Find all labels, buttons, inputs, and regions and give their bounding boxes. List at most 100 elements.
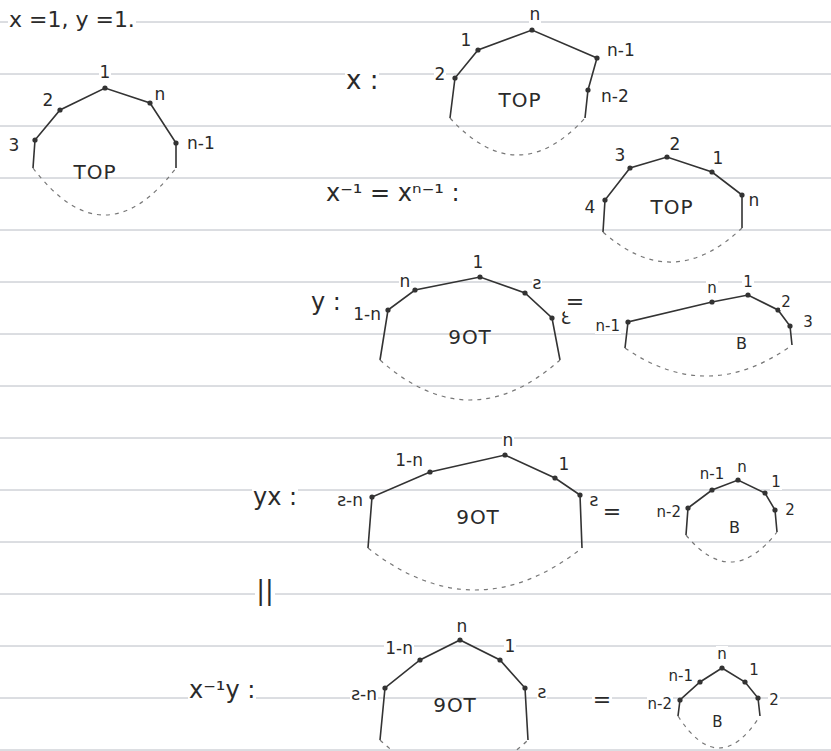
polygon-figure [380,274,560,400]
polygon-edge [603,157,742,232]
vertex-label: 1-n [384,639,414,658]
ruled-line [0,646,831,647]
vertex-dot [697,679,702,684]
vertex-label: 2 [42,91,55,110]
vertex-label: 3 [8,136,21,155]
vertex-dot [502,452,507,457]
vertex-label: ƨ-n [336,491,364,510]
vertex-label: 1 [472,253,485,272]
vertex-label: n-1 [668,668,694,685]
vertex-label: n [154,85,167,104]
math-expression: y : [310,289,342,315]
ruled-line [0,698,831,699]
vertex-dot [173,140,178,145]
vertex-label: 1 [460,31,473,50]
vertex-dot [457,637,462,642]
vertex-dot [627,165,632,170]
polygon-figure [625,292,793,376]
hidden-edge [368,548,582,590]
vertex-dot [742,679,747,684]
vertex-label: 3 [614,146,627,165]
vertex-dot [735,477,740,482]
vertex-label: n-1 [186,134,216,153]
ruled-line [0,74,831,75]
hidden-edge [450,118,585,155]
vertex-label: 1 [504,637,517,656]
hidden-edge [380,740,528,751]
polygon-figure [380,637,528,751]
hidden-edge [625,345,792,376]
hidden-edge [603,228,742,262]
vertex-label: n [706,280,718,297]
face-label: TOP [650,196,693,218]
polygon-face: TOP [646,194,697,220]
math-expression: = [602,500,622,524]
vertex-label: 2 [784,502,796,519]
vertex-dot [475,47,480,52]
vertex-dot [739,192,744,197]
face-label: B [712,714,723,731]
vertex-dot [772,507,777,512]
vertex-label: ƨ-n [350,685,378,704]
vertex-dot [529,27,534,32]
polygon-figure [32,85,178,215]
vertex-dot [147,100,152,105]
face-label: 9OT [448,326,492,348]
vertex-label: n [456,617,469,636]
polygon-edge [625,295,792,348]
polygon-face: 9OT [429,692,481,718]
ruled-line [0,542,831,543]
vertex-dot [625,319,630,324]
ruled-line [0,178,831,179]
math-expression: x⁻¹y : [188,677,256,703]
vertex-dot [755,695,760,700]
vertex-dot [719,665,724,670]
polygon-face: B [732,333,752,355]
ruled-line [0,750,831,751]
vertex-label: n-2 [647,696,673,713]
vertex-dot [549,315,554,320]
polygon-face: B [708,712,727,733]
vertex-dot [677,697,682,702]
ruled-line [0,230,831,231]
vertex-dot [385,307,390,312]
ruled-line [0,490,831,491]
vertex-dot [369,494,374,499]
polygon-face: 9OT [452,504,504,530]
vertex-dot [709,169,714,174]
face-label: 9OT [456,506,500,528]
vertex-label: n [399,272,412,291]
vertex-label: 2 [669,135,682,154]
vertex-dot [664,154,669,159]
vertex-label: n-1 [595,318,621,335]
polygon-face: B [725,517,745,539]
vertex-label: ƨ [537,683,548,702]
vertex-label: 1 [742,274,754,291]
vertex-label: 3 [802,314,814,331]
vertex-dot [57,107,62,112]
vertex-label: 2 [434,65,447,84]
polygon-face: TOP [69,159,120,185]
vertex-label: n [502,431,515,450]
vertex-dot [522,290,527,295]
vertex-dot [32,137,37,142]
ruled-line [0,386,831,387]
math-expression: = [565,290,585,314]
vertex-label: n-1 [606,41,636,60]
vertex-dot [577,492,582,497]
vertex-dot [762,490,767,495]
polygon-figure [685,477,777,562]
vertex-label: n-2 [656,504,682,521]
vertex-dot [552,475,557,480]
vertex-label: 2 [768,692,780,709]
math-expression: x =1, y =1. [8,8,136,32]
face-label: B [736,335,748,353]
vertex-dot [412,287,417,292]
vertex-dot [787,323,792,328]
vertex-dot [477,274,482,279]
vertex-label: n-2 [600,87,630,106]
vertex-dot [602,197,607,202]
vertex-label: n [736,459,748,476]
vertex-label: ƨ [532,274,543,293]
vertex-dot [497,657,502,662]
